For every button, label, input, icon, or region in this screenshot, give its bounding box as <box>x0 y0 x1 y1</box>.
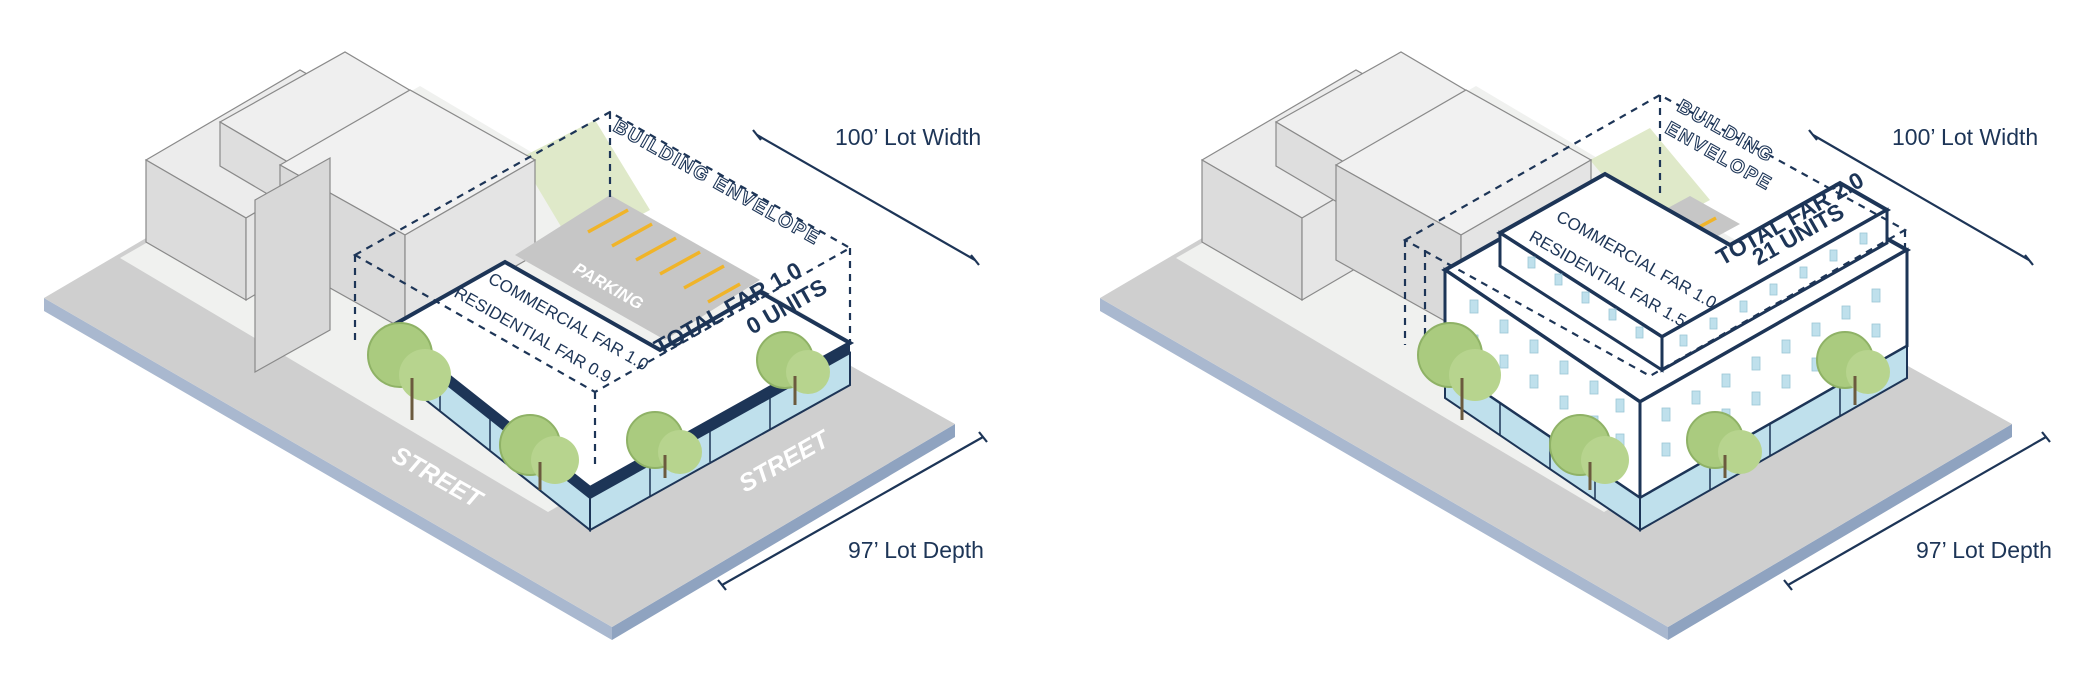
parking-lot <box>1655 196 1740 243</box>
lot-depth-label: 97’ Lot Depth <box>1916 537 2052 563</box>
parking-stripes <box>587 208 741 304</box>
tree <box>756 331 830 405</box>
parking-lot <box>515 195 760 340</box>
lot-width-label: 100’ Lot Width <box>835 124 981 150</box>
street-slab-side <box>44 298 612 640</box>
tree <box>499 414 579 490</box>
tree <box>1417 322 1501 420</box>
tree <box>626 411 702 478</box>
tree <box>1686 411 1762 478</box>
lot-depth-dimension-line <box>721 436 984 586</box>
street-slab-side-right <box>1668 424 2012 640</box>
building-envelope-wireframe <box>352 110 853 470</box>
diagram-panel-left: BUILDING ENVELOPE PARKING COMMERCIAL FAR… <box>44 51 988 640</box>
trees <box>1417 322 1890 490</box>
tree <box>367 322 451 420</box>
street-slab-side <box>1100 298 1668 640</box>
lot-depth-label: 97’ Lot Depth <box>848 537 984 563</box>
tree <box>1816 331 1890 405</box>
tree <box>1549 414 1629 490</box>
trees <box>367 322 830 490</box>
glass-facade-right <box>589 351 851 532</box>
diagram-panel-right: BUILDING ENVELOPE COMMERCIAL FAR 1.0 RES… <box>1100 51 2052 640</box>
building-envelope-wireframe <box>1402 93 1908 378</box>
street-slab-side-right <box>612 424 955 640</box>
lot-width-label: 100’ Lot Width <box>1892 124 2038 150</box>
lot-depth-dimension-line <box>1787 436 2047 586</box>
lot-width-dimension-line <box>756 134 976 261</box>
neighbor-buildings <box>144 51 537 374</box>
lot-width-dimension-line <box>1812 134 2030 261</box>
